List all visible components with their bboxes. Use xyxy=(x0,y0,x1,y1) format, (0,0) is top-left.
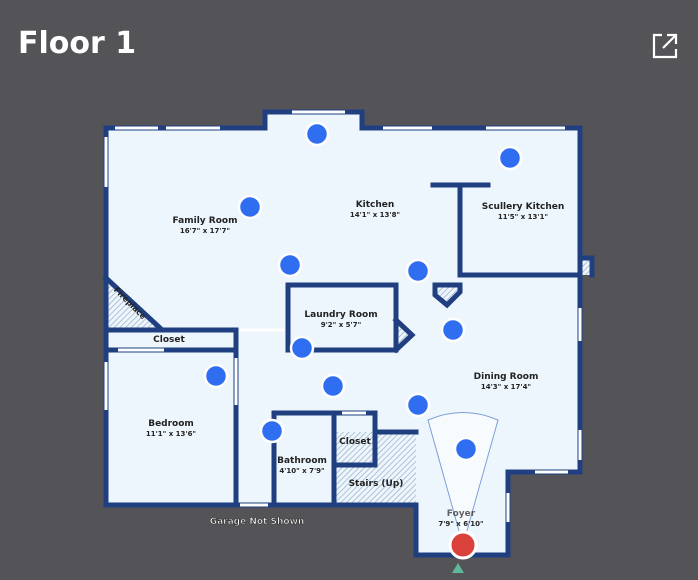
hotspot[interactable] xyxy=(277,252,303,278)
hatched-chase xyxy=(582,258,592,275)
room-dims-laundry: 9'2" x 5'7" xyxy=(321,321,361,329)
room-label-scullery: Scullery Kitchen xyxy=(482,202,565,212)
room-dims-dining: 14'3" x 17'4" xyxy=(481,383,531,391)
floor-title: Floor 1 xyxy=(18,26,137,61)
hotspot[interactable] xyxy=(453,436,479,462)
room-label-dining: Dining Room xyxy=(474,372,539,382)
room-dims-bedroom: 11'1" x 13'6" xyxy=(146,430,196,438)
room-label-kitchen: Kitchen xyxy=(356,200,395,210)
room-label-family: Family Room xyxy=(173,216,238,226)
room-dims-foyer: 7'9" x 6'10" xyxy=(438,520,483,528)
room-dims-bathroom: 4'10" x 7'9" xyxy=(279,467,324,475)
entry-view-cone xyxy=(427,412,499,547)
room-label-stairs: Stairs (Up) xyxy=(349,479,404,489)
hotspot[interactable] xyxy=(203,363,229,389)
external-link-icon[interactable] xyxy=(650,31,680,61)
hotspot[interactable] xyxy=(320,373,346,399)
room-label-closet: Closet xyxy=(153,335,185,345)
room-dims-scullery: 11'5" x 13'1" xyxy=(498,213,548,221)
hotspot[interactable] xyxy=(304,121,330,147)
hotspot[interactable] xyxy=(289,335,315,361)
garage-note: Garage Not Shown xyxy=(210,517,305,527)
hotspot[interactable] xyxy=(405,258,431,284)
hotspot[interactable] xyxy=(497,145,523,171)
hotspot[interactable] xyxy=(259,418,285,444)
room-label-closet-2: Closet xyxy=(339,437,371,447)
hotspot[interactable] xyxy=(405,392,431,418)
laundry-bump xyxy=(396,320,412,350)
current-position-marker[interactable] xyxy=(448,530,478,560)
room-label-bedroom: Bedroom xyxy=(148,419,194,429)
room-label-foyer: Foyer xyxy=(447,509,476,519)
room-label-bathroom: Bathroom xyxy=(277,456,327,466)
room-dims-family: 16'7" x 17'7" xyxy=(180,227,230,235)
hotspot[interactable] xyxy=(440,317,466,343)
windows xyxy=(104,110,582,522)
room-dims-kitchen: 14'1" x 13'8" xyxy=(350,211,400,219)
hotspots xyxy=(203,121,523,560)
entry-arrow-icon xyxy=(452,563,464,573)
room-label-laundry: Laundry Room xyxy=(304,310,377,320)
hotspot[interactable] xyxy=(237,194,263,220)
